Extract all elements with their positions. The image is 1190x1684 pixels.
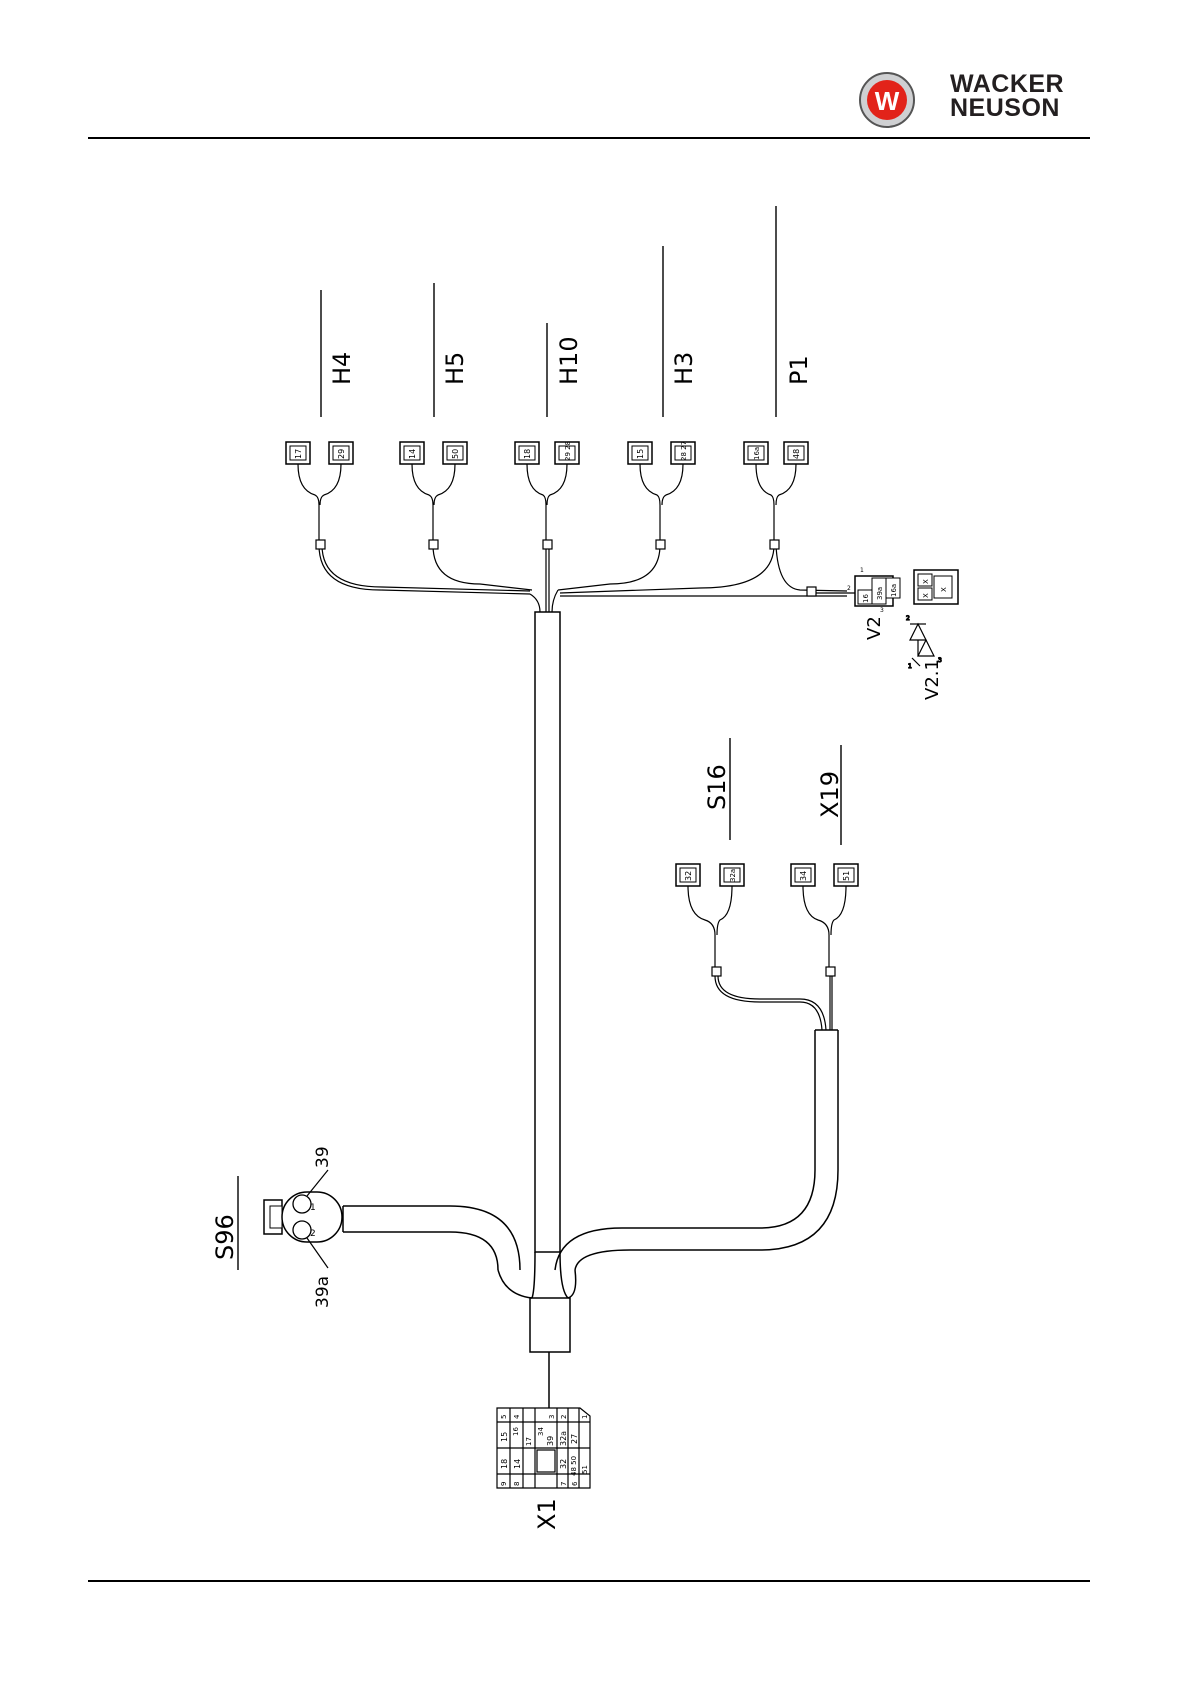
label-s96: S96: [211, 1214, 239, 1260]
label-v2: V2: [864, 616, 885, 640]
svg-text:3: 3: [880, 607, 884, 614]
pin-h3-a: 15: [636, 449, 645, 459]
svg-text:39: 39: [546, 1436, 555, 1446]
pin-x19-b: 51: [842, 871, 851, 881]
label-h10: H10: [555, 336, 583, 385]
connector-p1-a: 16a: [744, 442, 768, 464]
pin-x19-a: 34: [799, 871, 808, 881]
svg-text:18: 18: [500, 1459, 509, 1469]
pin-v2-1-x2: X: [922, 593, 930, 598]
connector-h3-b: 28 27: [671, 441, 695, 464]
brand-logo-icon: W: [860, 73, 914, 127]
label-x1: X1: [533, 1498, 561, 1530]
svg-text:3: 3: [548, 1415, 556, 1419]
svg-text:2: 2: [906, 615, 910, 622]
connector-p1-b: 48: [784, 442, 808, 464]
svg-text:1: 1: [908, 663, 912, 670]
middle-connectors: 32 32a 34 51: [676, 864, 858, 886]
svg-text:15: 15: [500, 1432, 509, 1442]
svg-text:17: 17: [525, 1437, 533, 1446]
svg-text:32a: 32a: [559, 1431, 568, 1446]
pin-s16-a: 32: [684, 871, 693, 881]
svg-text:27: 27: [570, 1434, 579, 1444]
svg-text:4: 4: [513, 1414, 521, 1419]
pin-h4-a: 17: [294, 449, 303, 459]
svg-text:14: 14: [513, 1459, 522, 1469]
svg-text:34: 34: [537, 1427, 545, 1436]
svg-text:16: 16: [512, 1427, 520, 1436]
pin-v2-39a: 39a: [876, 587, 884, 600]
switch-s96: 1 2 39 39a: [264, 1146, 342, 1308]
connector-h3-a: 15: [628, 442, 652, 464]
logo-letter: W: [875, 86, 900, 116]
label-h3: H3: [670, 352, 698, 385]
pin-s96-39a: 39a: [313, 1276, 333, 1308]
main-trunk: [343, 612, 838, 1408]
pin-v2-16: 16: [862, 594, 870, 603]
svg-text:6: 6: [571, 1481, 579, 1486]
pin-h5-a: 14: [408, 449, 417, 459]
svg-text:48 50: 48 50: [570, 1456, 578, 1476]
svg-text:3: 3: [938, 657, 942, 664]
connector-h4-a: 17: [286, 442, 310, 464]
connector-v2-1: X X X: [914, 570, 958, 604]
svg-text:8: 8: [513, 1482, 521, 1486]
svg-text:32: 32: [559, 1459, 568, 1469]
label-h5: H5: [441, 352, 469, 385]
pin-h5-b: 50: [451, 449, 460, 459]
connector-h10-b: 29 28: [555, 441, 579, 464]
pin-h10-a: 18: [523, 449, 532, 459]
label-h4: H4: [328, 352, 356, 385]
pin-v2-16a: 16a: [890, 584, 898, 597]
connector-v2: 16 39a 16a 1 2 3: [847, 567, 900, 614]
connector-s16-b: 32a: [720, 864, 744, 886]
svg-text:2: 2: [560, 1415, 568, 1419]
pin-s96-39: 39: [313, 1146, 333, 1168]
svg-text:7: 7: [560, 1482, 568, 1486]
pin-h10-b: 29 28: [564, 441, 572, 461]
top-branch-wires: [298, 464, 855, 612]
svg-text:2: 2: [847, 585, 851, 592]
svg-text:9: 9: [500, 1482, 508, 1486]
pin-h4-b: 29: [337, 449, 346, 459]
top-connectors: 17 29 14 50 18: [286, 441, 808, 464]
pin-h3-b: 28 27: [680, 441, 688, 461]
splice-blocks: [316, 540, 835, 976]
svg-text:1: 1: [860, 567, 864, 574]
connector-h5-a: 14: [400, 442, 424, 464]
svg-text:1: 1: [310, 1203, 316, 1213]
label-v2-1: V2.1: [922, 659, 943, 700]
connector-x19-a: 34: [791, 864, 815, 886]
pin-p1-a: 16a: [753, 447, 761, 460]
label-s16: S16: [703, 764, 731, 810]
label-p1: P1: [785, 355, 813, 385]
component-labels: H4 H5 H10 H3 P1 S16 X19 S96 X1 V2 V2.1: [211, 336, 943, 1530]
connector-h5-b: 50: [443, 442, 467, 464]
label-x19: X19: [816, 771, 844, 818]
pin-v2-1-x1: X: [922, 579, 930, 584]
connector-s16-a: 32: [676, 864, 700, 886]
pin-v2-1-x3: X: [940, 587, 948, 592]
connector-h10-a: 18: [515, 442, 539, 464]
svg-text:1: 1: [581, 1415, 589, 1419]
connector-x19-b: 51: [834, 864, 858, 886]
pin-p1-b: 48: [792, 449, 801, 459]
svg-text:5: 5: [500, 1415, 508, 1419]
connector-h4-b: 29: [329, 442, 353, 464]
pin-s16-b: 32a: [729, 869, 737, 882]
svg-text:51: 51: [581, 1465, 589, 1474]
middle-branch-wires: [688, 886, 846, 1030]
svg-text:2: 2: [310, 1229, 316, 1239]
